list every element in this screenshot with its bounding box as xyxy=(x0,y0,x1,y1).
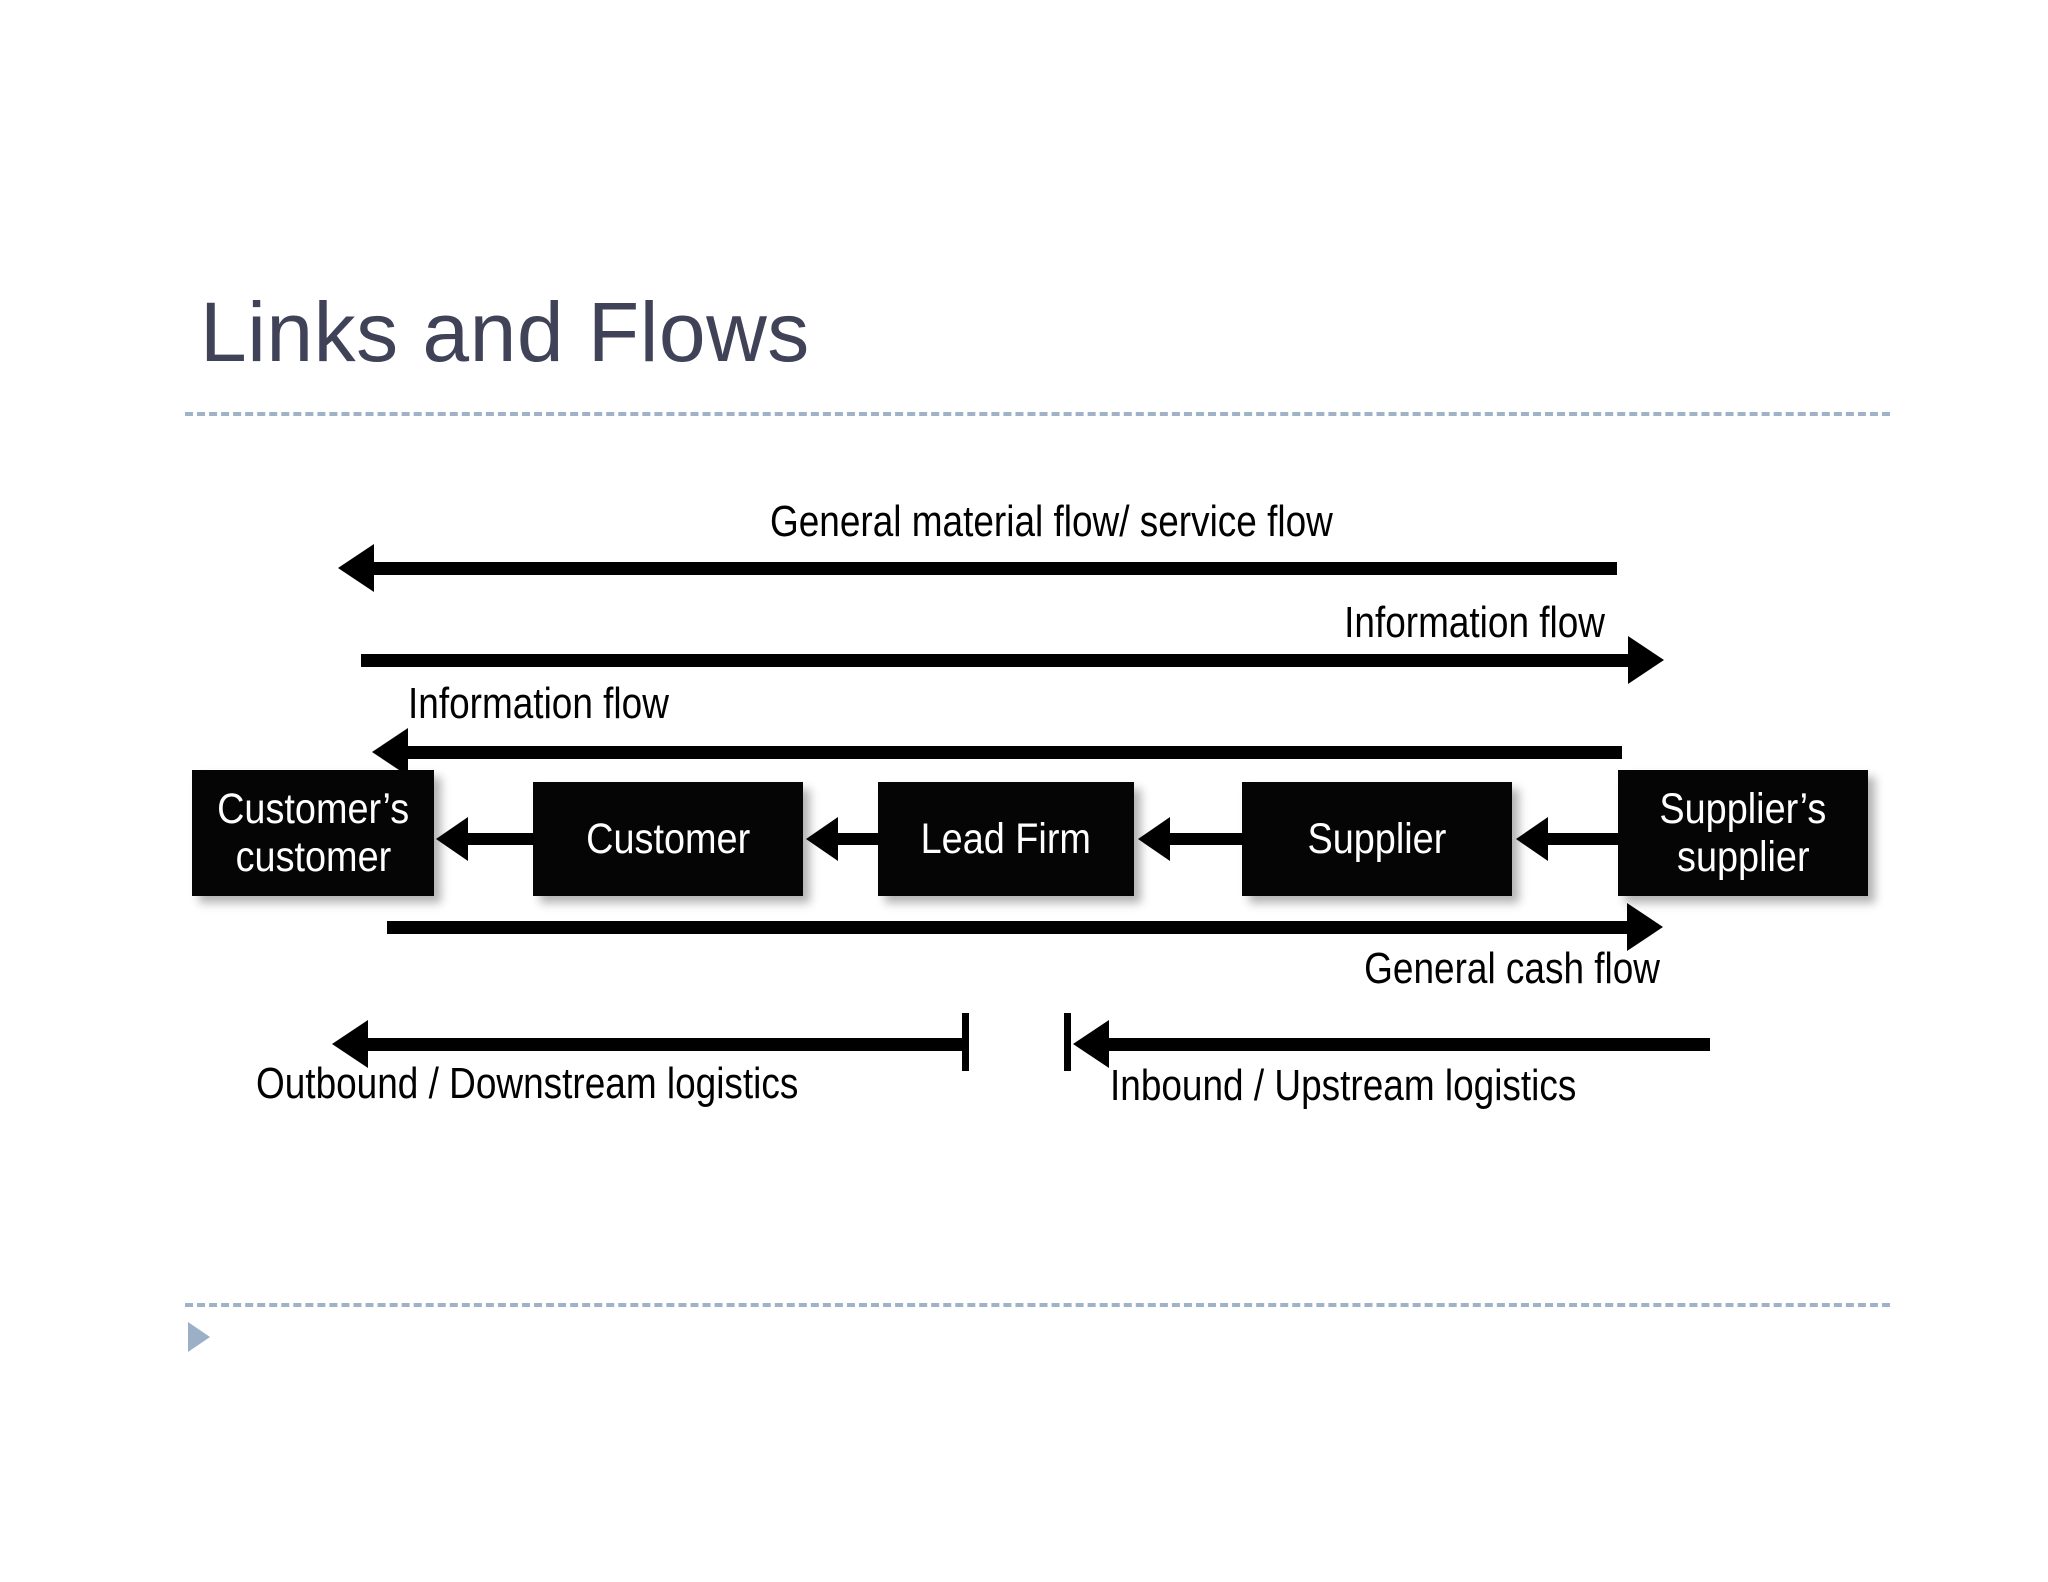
entity-box-lead-firm[interactable]: Lead Firm xyxy=(878,782,1134,896)
entity-box-supplier[interactable]: Supplier xyxy=(1242,782,1512,896)
title-divider xyxy=(185,412,1890,416)
entity-label-line2: customer xyxy=(235,833,391,881)
arrowhead-information-flow-upstream-icon xyxy=(1628,636,1664,684)
label-cash-flow: General cash flow xyxy=(1364,944,1660,993)
entity-label: Customer xyxy=(585,814,751,863)
arrowhead-information-flow-downstream-icon xyxy=(372,728,408,776)
entity-label-line1: Customer’s xyxy=(216,784,410,833)
footer-divider xyxy=(185,1303,1890,1307)
entity-label: Lead Firm xyxy=(920,814,1092,863)
label-outbound-logistics: Outbound / Downstream logistics xyxy=(256,1059,799,1108)
label-information-flow-downstream: Information flow xyxy=(408,679,669,728)
entity-label-line1: Supplier’s xyxy=(1659,784,1827,833)
entity-box-suppliers-supplier[interactable]: Supplier’s supplier xyxy=(1618,770,1868,896)
tick-outbound-logistics-origin xyxy=(962,1013,969,1071)
connector-shaft-customer-to-customers-customer xyxy=(468,833,534,845)
connector-shaft-suppliers-supplier-to-supplier xyxy=(1548,833,1620,845)
arrowhead-material-service-flow-icon xyxy=(338,544,374,592)
arrowhead-inbound-logistics-icon xyxy=(1073,1020,1109,1068)
page-title: Links and Flows xyxy=(200,285,810,379)
tick-inbound-logistics-origin xyxy=(1064,1013,1071,1071)
shaft-inbound-logistics xyxy=(1107,1038,1710,1051)
entity-box-customers-customer[interactable]: Customer’s customer xyxy=(192,770,434,896)
label-material-service-flow: General material flow/ service flow xyxy=(770,497,1333,546)
entity-box-customer[interactable]: Customer xyxy=(533,782,803,896)
shaft-material-service-flow xyxy=(372,562,1617,575)
shaft-cash-flow xyxy=(387,921,1627,934)
shaft-information-flow-downstream xyxy=(406,746,1622,759)
play-triangle-icon xyxy=(188,1322,210,1352)
arrowhead-outbound-logistics-icon xyxy=(332,1020,368,1068)
label-information-flow-upstream: Information flow xyxy=(1344,598,1605,647)
entity-label-line2: supplier xyxy=(1676,833,1810,881)
connector-arrowhead-customer-to-customers-customer-icon xyxy=(436,817,468,861)
connector-arrowhead-supplier-to-lead-firm-icon xyxy=(1138,817,1170,861)
connector-arrowhead-suppliers-supplier-to-supplier-icon xyxy=(1516,817,1548,861)
connector-shaft-supplier-to-lead-firm xyxy=(1170,833,1244,845)
connector-arrowhead-lead-firm-to-customer-icon xyxy=(806,817,838,861)
arrowhead-cash-flow-icon xyxy=(1627,903,1663,951)
shaft-information-flow-upstream xyxy=(361,654,1628,667)
entity-label: Supplier xyxy=(1307,814,1447,863)
label-inbound-logistics: Inbound / Upstream logistics xyxy=(1110,1061,1577,1110)
connector-shaft-lead-firm-to-customer xyxy=(838,833,880,845)
shaft-outbound-logistics xyxy=(366,1038,966,1051)
